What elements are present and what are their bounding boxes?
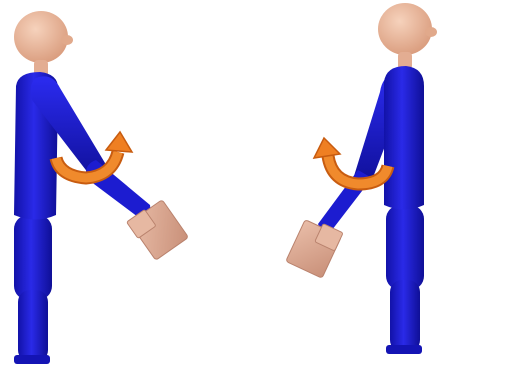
left-figure-legs xyxy=(14,215,52,364)
right-figure-torso xyxy=(384,66,424,210)
left-figure-forearm xyxy=(86,160,151,220)
left-figure xyxy=(14,11,189,364)
right-figure-legs xyxy=(386,205,424,354)
right-figure-head xyxy=(378,3,437,55)
left-figure-head xyxy=(14,11,73,63)
right-figure xyxy=(286,3,437,354)
